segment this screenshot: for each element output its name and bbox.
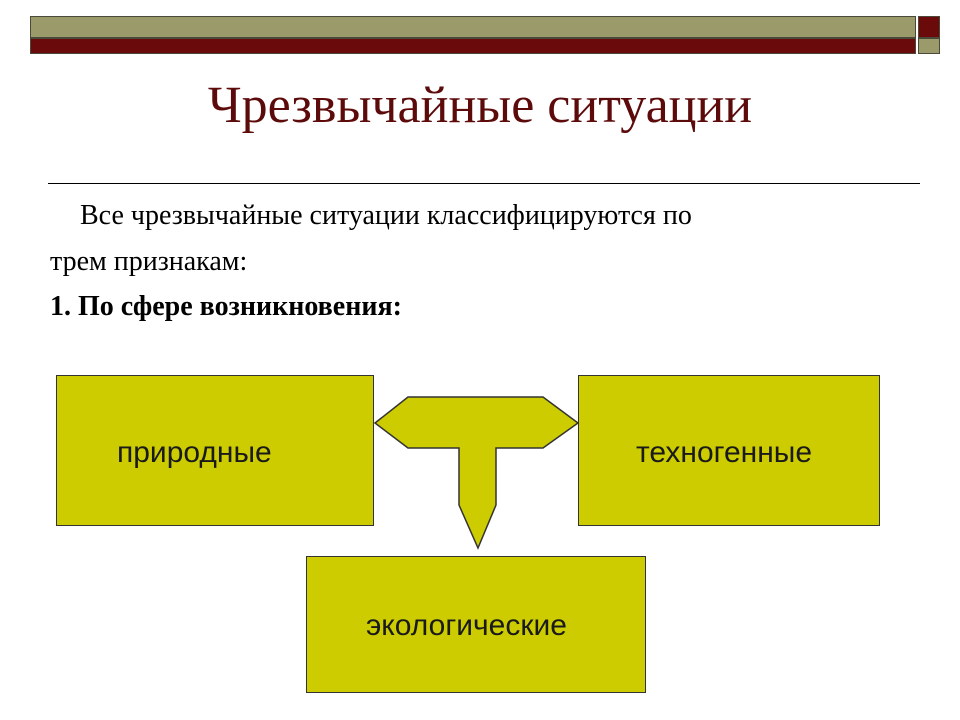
natural-label: природные [117, 436, 272, 469]
title-divider [48, 183, 920, 184]
classification-point-1: 1. По сфере возникновения: [50, 291, 402, 322]
slide-title: Чрезвычайные ситуации [207, 77, 753, 134]
header-square-red [918, 16, 940, 38]
technogenic-box: техногенные [578, 375, 880, 526]
header-square-olive [918, 38, 940, 54]
header-bar-olive [30, 16, 916, 38]
natural-box: природные [56, 375, 374, 526]
technogenic-label: техногенные [636, 436, 813, 469]
header-bar-red [30, 38, 916, 54]
three-way-arrow-shape [373, 396, 580, 550]
ecological-label: экологические [366, 609, 567, 642]
ecological-box: экологические [306, 556, 646, 693]
intro-text-line2: трем признакам: [50, 246, 248, 277]
intro-text-line1: Все чрезвычайные ситуации классифицируют… [80, 200, 692, 231]
